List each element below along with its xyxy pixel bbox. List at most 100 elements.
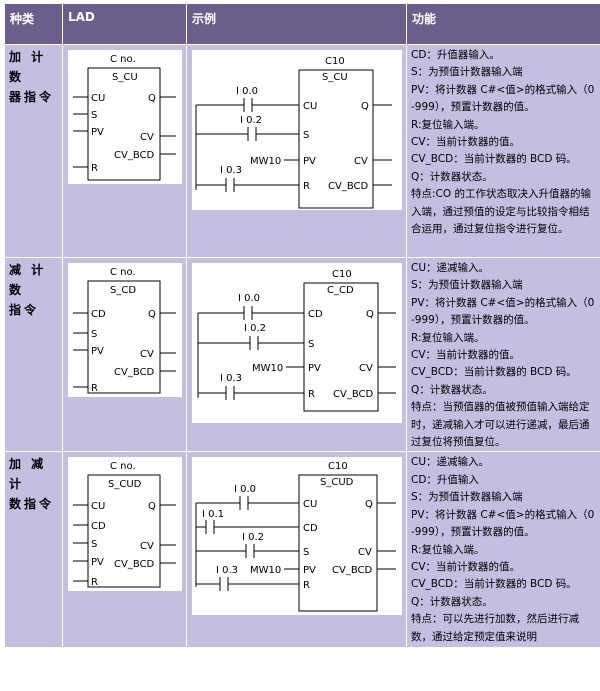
- example-output-label: Q: [365, 499, 373, 510]
- function-cell: CD：升值器输入。 S：为预值计数器输入端 PV：将计数器 C#<值>的格式输入…: [406, 44, 600, 258]
- function-line: R:复位输入端。: [411, 331, 485, 344]
- lad-cell: C no. S_CUD CU CD S PV R Q CV CV_BCD: [62, 451, 187, 649]
- kind-cell: 减 计 数 指令: [4, 256, 63, 453]
- lad-input-label: R: [91, 577, 98, 588]
- function-line: PV：将计数器 C#<值>的格式输入（0-999），预置计数器的值。: [411, 83, 595, 114]
- counter-instruction-table: 种类 LAD 示例 功能 加 计 数 器指令 C no. S_CU CU S P…: [4, 3, 600, 649]
- lad-input-label: S: [91, 329, 97, 340]
- function-line: CU：递减输入。: [411, 456, 490, 469]
- lad-input-label: CU: [91, 93, 105, 104]
- example-ladder-svg: C10 S_CUD I 0.0 CU I 0.1 CD I 0.2 S MW10…: [195, 461, 396, 612]
- example-block-type: S_CU: [322, 72, 348, 83]
- example-output-label: Q: [366, 309, 374, 320]
- lad-output-label: CV_BCD: [114, 559, 154, 570]
- kind-line: 加 减 计: [9, 457, 47, 492]
- kind-cell: 加 减 计 数指令: [4, 451, 63, 649]
- example-diagram: C10 S_CU I 0.0 CU I 0.2 S MW10 PV: [192, 50, 402, 210]
- lad-block-type: S_CUD: [108, 479, 142, 490]
- function-line: CV：当前计数器的值。: [411, 560, 521, 573]
- function-line: CV：当前计数器的值。: [411, 349, 521, 362]
- function-cell: CU：递减输入。 CD：升值输入 S：为预值计数器输入端 PV：将计数器 C#<…: [406, 451, 600, 649]
- function-line: Q：计数器状态。: [411, 595, 493, 608]
- table-row: 加 减 计 数指令 C no. S_CUD CU CD S PV R Q CV …: [4, 451, 600, 649]
- header-kind: 种类: [4, 3, 63, 45]
- lad-output-label: Q: [148, 309, 156, 320]
- lad-block-type: S_CD: [110, 285, 136, 296]
- lad-input-label: PV: [91, 557, 104, 568]
- lad-cell: C no. S_CD CD S PV R Q CV CV_BCD: [62, 256, 187, 453]
- pv-operand: MW10: [252, 363, 283, 374]
- lad-block-type: S_CU: [112, 72, 138, 83]
- example-output-label: CV: [359, 363, 373, 374]
- example-diagram: C10 C_CD I 0.0 CD I 0.2 S MW10 PV I 0.3 …: [192, 263, 402, 423]
- example-input-label: R: [303, 580, 310, 591]
- lad-input-label: S: [91, 539, 97, 550]
- example-output-label: Q: [361, 101, 369, 112]
- contact-address: I 0.0: [234, 484, 256, 495]
- example-block-type: C_CD: [327, 285, 354, 296]
- lad-block-svg: C no. S_CUD CU CD S PV R Q CV CV_BCD: [73, 461, 176, 588]
- lad-block-svg: C no. S_CU CU S PV R Q CV CV_BCD: [73, 54, 176, 181]
- kind-line: 指令: [9, 303, 40, 317]
- function-line: CD：升值输入: [411, 473, 479, 486]
- lad-output-label: CV_BCD: [114, 150, 154, 161]
- example-input-label: PV: [303, 565, 316, 576]
- function-line: CD：升值器输入。: [411, 49, 500, 61]
- lad-cell: C no. S_CU CU S PV R Q CV CV_BCD: [62, 44, 187, 258]
- example-output-label: CV: [358, 547, 372, 558]
- lad-diagram: C no. S_CD CD S PV R Q CV CV_BCD: [68, 263, 182, 397]
- function-line: 特点：当预值器的值被预值输入端给定时，递减输入才可以进行递减，最后通过复位将预值…: [411, 401, 590, 449]
- example-diagram: C10 S_CUD I 0.0 CU I 0.1 CD I 0.2 S MW10…: [192, 457, 402, 616]
- function-cell: CU：递减输入。 S：为预值计数器输入端 PV：将计数器 C#<值>的格式输入（…: [406, 256, 600, 453]
- example-counter-name: C10: [332, 269, 352, 280]
- example-input-label: R: [303, 181, 310, 192]
- contact-address: I 0.2: [240, 115, 262, 126]
- function-line: 特点:CO 的工作状态取决入升值器的输入端，通过预值的设定与比较指令相结合运用，…: [411, 188, 591, 236]
- lad-input-label: PV: [91, 127, 104, 138]
- lad-counter-name: C no.: [110, 461, 136, 472]
- function-line: S：为预值计数器输入端: [411, 491, 523, 504]
- function-line: R:复位输入端。: [411, 543, 485, 556]
- example-input-label: S: [308, 339, 314, 350]
- function-line: CU：递减输入。: [411, 262, 490, 274]
- example-input-label: S: [303, 547, 309, 558]
- example-output-label: CV: [354, 156, 368, 167]
- kind-line: 加 计 数: [9, 50, 47, 84]
- example-input-label: CU: [303, 101, 317, 112]
- function-line: CV_BCD：当前计数器的 BCD 码。: [411, 366, 577, 379]
- contact-address: I 0.3: [220, 165, 242, 176]
- function-line: CV_BCD：当前计数器的 BCD 码。: [411, 578, 577, 591]
- lad-input-label: S: [91, 110, 97, 121]
- function-line: CV：当前计数器的值。: [411, 136, 521, 149]
- example-input-label: CU: [303, 499, 317, 510]
- lad-input-label: CU: [91, 501, 105, 512]
- example-input-label: CD: [303, 523, 318, 534]
- lad-diagram: C no. S_CU CU S PV R Q CV CV_BCD: [68, 50, 182, 184]
- lad-diagram: C no. S_CUD CU CD S PV R Q CV CV_BCD: [68, 457, 182, 592]
- table-header-row: 种类 LAD 示例 功能: [4, 3, 600, 45]
- kind-line: 减 计 数: [9, 263, 47, 297]
- example-counter-name: C10: [325, 56, 345, 67]
- function-line: CV_BCD：当前计数器的 BCD 码。: [411, 153, 577, 166]
- function-line: S：为预值计数器输入端: [411, 279, 523, 292]
- kind-cell: 加 计 数 器指令: [4, 44, 63, 258]
- lad-block-svg: C no. S_CD CD S PV R Q CV CV_BCD: [73, 267, 176, 394]
- function-line: Q：计数器状态。: [411, 170, 493, 183]
- lad-input-label: R: [91, 383, 98, 394]
- lad-output-label: CV: [140, 349, 154, 360]
- contact-address: I 0.1: [202, 509, 224, 520]
- contact-address: I 0.0: [238, 293, 260, 304]
- lad-input-label: PV: [91, 346, 104, 357]
- table-row: 加 计 数 器指令 C no. S_CU CU S PV R Q CV CV_B…: [4, 44, 600, 258]
- header-lad: LAD: [62, 3, 187, 45]
- contact-address: I 0.2: [244, 323, 266, 334]
- function-line: R:复位输入端。: [411, 118, 485, 131]
- contact-address: I 0.3: [220, 373, 242, 384]
- lad-output-label: Q: [148, 501, 156, 512]
- contact-address: I 0.0: [236, 86, 258, 97]
- example-ladder-svg: C10 S_CU I 0.0 CU I 0.2 S MW10 PV: [195, 56, 392, 209]
- example-ladder-svg: C10 C_CD I 0.0 CD I 0.2 S MW10 PV I 0.3 …: [197, 269, 396, 412]
- example-input-label: S: [303, 130, 309, 141]
- table-row: 减 计 数 指令 C no. S_CD CD S PV R Q CV CV_BC…: [4, 256, 600, 453]
- pv-operand: MW10: [250, 156, 281, 167]
